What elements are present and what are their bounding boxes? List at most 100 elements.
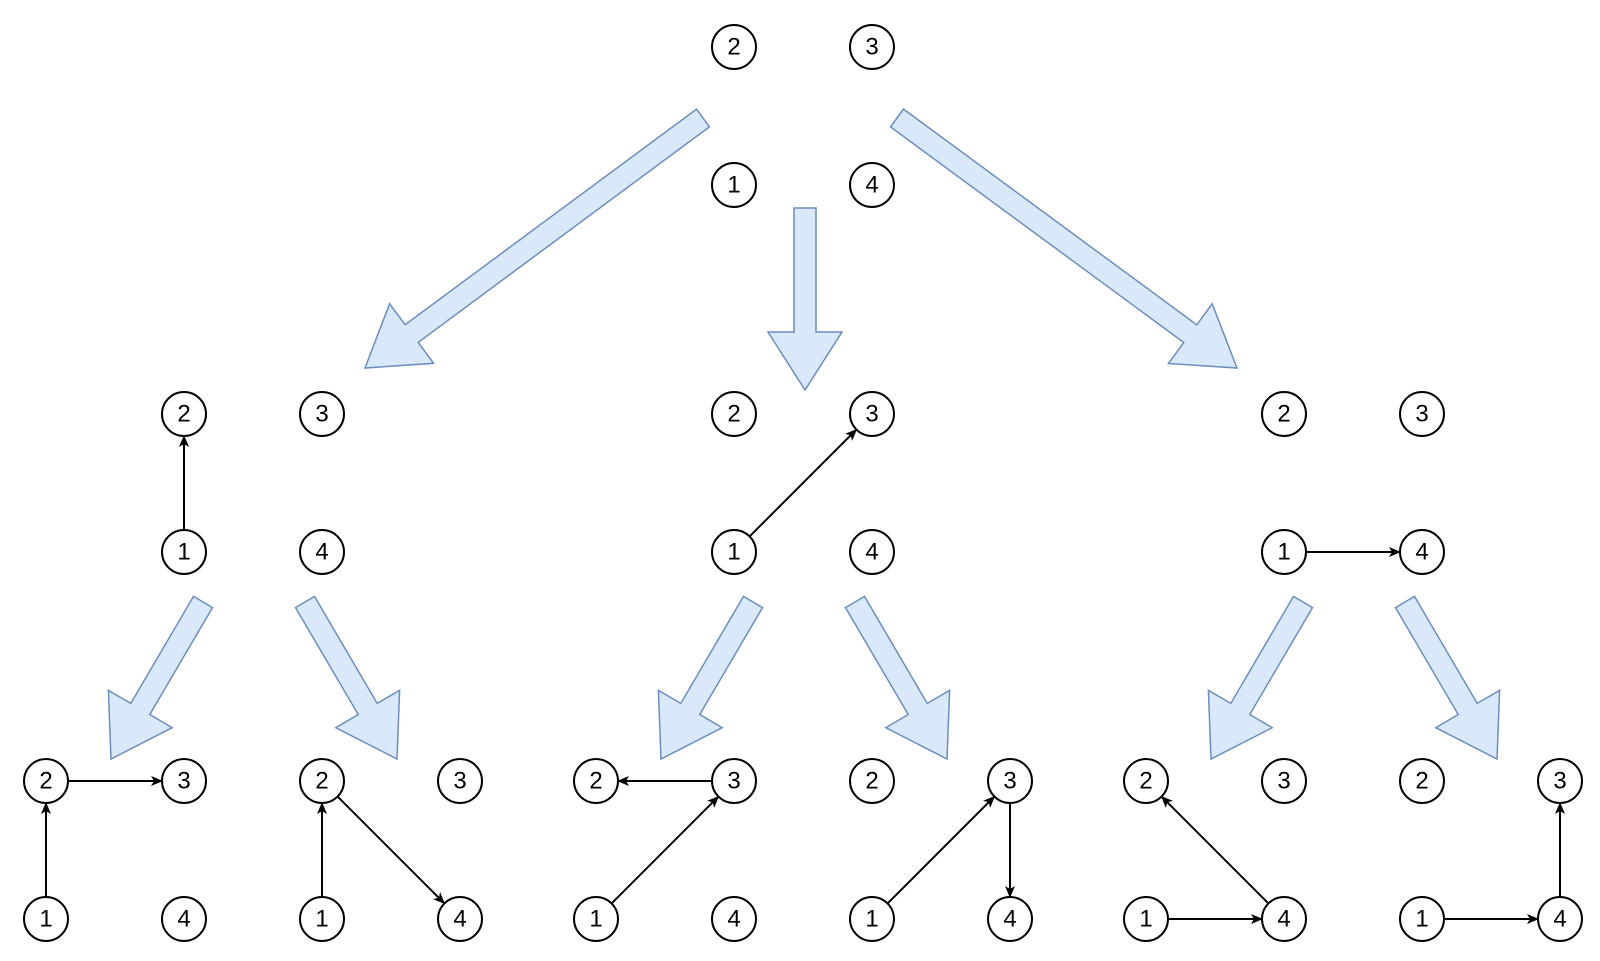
node-circle: [711, 162, 757, 208]
node-label: 4: [1415, 538, 1428, 565]
node-3: 3: [987, 758, 1033, 804]
edge-1-to-3: [748, 428, 858, 538]
node-4: 4: [711, 896, 757, 942]
node-2: 2: [573, 758, 619, 804]
node-4: 4: [849, 162, 895, 208]
edge-2-to-4: [336, 795, 446, 905]
node-circle: [711, 896, 757, 942]
node-3: 3: [1399, 391, 1445, 437]
node-label: 3: [727, 767, 740, 794]
node-circle: [23, 758, 69, 804]
node-1: 1: [299, 896, 345, 942]
node-circle: [1261, 529, 1307, 575]
node-circle: [849, 896, 895, 942]
node-label: 3: [865, 33, 878, 60]
transition-arrow: [766, 207, 844, 392]
transition-arrow: [107, 595, 214, 761]
node-label: 3: [1277, 767, 1290, 794]
node-label: 4: [865, 171, 878, 198]
node-3: 3: [161, 758, 207, 804]
node-circle: [1261, 896, 1307, 942]
node-3: 3: [849, 391, 895, 437]
node-label: 2: [1415, 767, 1428, 794]
node-label: 2: [315, 767, 328, 794]
node-circle: [437, 896, 483, 942]
node-circle: [711, 391, 757, 437]
edge-1-to-3: [886, 795, 996, 905]
node-label: 3: [1415, 400, 1428, 427]
node-2: 2: [711, 391, 757, 437]
node-circle: [1399, 758, 1445, 804]
node-4: 4: [161, 896, 207, 942]
node-circle: [1123, 896, 1169, 942]
node-circle: [849, 162, 895, 208]
node-circle: [161, 391, 207, 437]
node-label: 2: [1277, 400, 1290, 427]
node-1: 1: [711, 529, 757, 575]
node-label: 4: [1553, 905, 1566, 932]
node-circle: [161, 758, 207, 804]
node-4: 4: [987, 896, 1033, 942]
node-circle: [1123, 758, 1169, 804]
edge-1-to-3: [610, 795, 720, 905]
node-3: 3: [1261, 758, 1307, 804]
node-4: 4: [437, 896, 483, 942]
node-circle: [849, 529, 895, 575]
transition-arrow: [844, 595, 951, 761]
node-label: 3: [453, 767, 466, 794]
node-label: 1: [727, 171, 740, 198]
node-4: 4: [1537, 896, 1583, 942]
transition-arrow: [1207, 595, 1314, 761]
node-1: 1: [161, 529, 207, 575]
node-label: 1: [1139, 905, 1152, 932]
node-circle: [573, 896, 619, 942]
node-circle: [849, 24, 895, 70]
node-label: 2: [727, 400, 740, 427]
edges: [41, 428, 1565, 924]
transition-arrow: [1394, 595, 1501, 761]
node-label: 1: [727, 538, 740, 565]
node-4: 4: [849, 529, 895, 575]
transition-arrow: [363, 108, 711, 369]
node-label: 4: [1003, 905, 1016, 932]
node-label: 4: [177, 905, 190, 932]
node-1: 1: [1399, 896, 1445, 942]
node-4: 4: [299, 529, 345, 575]
node-circle: [573, 758, 619, 804]
node-circle: [711, 24, 757, 70]
node-circle: [299, 758, 345, 804]
node-3: 3: [849, 24, 895, 70]
node-2: 2: [1123, 758, 1169, 804]
node-label: 2: [177, 400, 190, 427]
node-label: 3: [1553, 767, 1566, 794]
transition-arrow: [657, 595, 764, 761]
node-label: 2: [865, 767, 878, 794]
node-circle: [1261, 391, 1307, 437]
node-label: 4: [865, 538, 878, 565]
node-label: 4: [1277, 905, 1290, 932]
node-3: 3: [711, 758, 757, 804]
node-2: 2: [161, 391, 207, 437]
node-2: 2: [849, 758, 895, 804]
edge-4-to-2: [1160, 795, 1270, 905]
node-circle: [1261, 758, 1307, 804]
node-3: 3: [299, 391, 345, 437]
node-circle: [711, 758, 757, 804]
node-label: 1: [1415, 905, 1428, 932]
node-circle: [987, 896, 1033, 942]
node-circle: [1537, 896, 1583, 942]
node-1: 1: [711, 162, 757, 208]
node-label: 2: [39, 767, 52, 794]
node-4: 4: [1261, 896, 1307, 942]
node-circle: [987, 758, 1033, 804]
node-label: 3: [865, 400, 878, 427]
node-label: 1: [315, 905, 328, 932]
node-circle: [849, 758, 895, 804]
transition-arrow: [294, 595, 401, 761]
node-1: 1: [1261, 529, 1307, 575]
node-3: 3: [437, 758, 483, 804]
transition-arrows: [107, 108, 1501, 761]
node-label: 4: [453, 905, 466, 932]
